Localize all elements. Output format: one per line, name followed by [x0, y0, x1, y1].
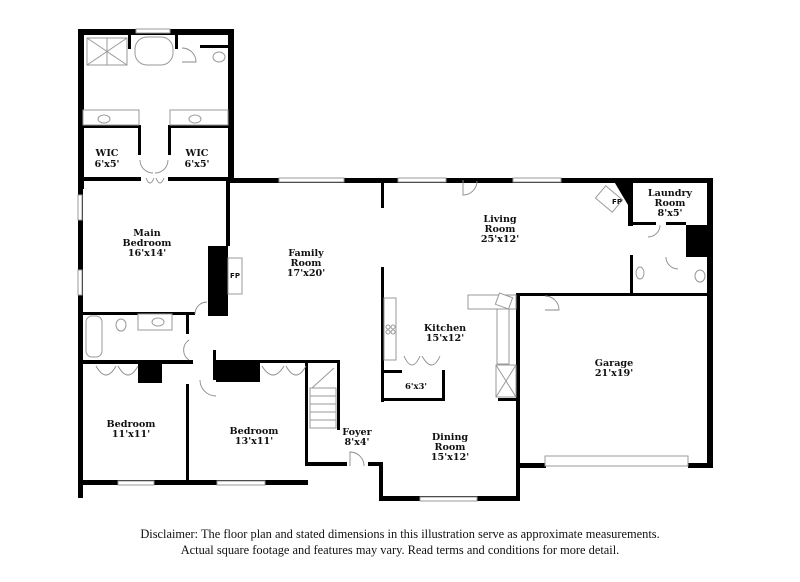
stairs-icon: [309, 367, 337, 429]
disclaimer: Disclaimer: The floor plan and stated di…: [0, 526, 800, 558]
toilet-icon: [694, 269, 706, 283]
disclaimer-line-2: Actual square footage and features may v…: [180, 543, 620, 557]
walls: [78, 29, 713, 501]
sink-icon: [151, 317, 165, 327]
fireplace-living-room: [594, 185, 624, 213]
sink-icon: [635, 266, 645, 280]
sink-icon: [188, 114, 202, 124]
fireplace-main-bedroom: [227, 257, 243, 295]
toilet-icon: [212, 51, 226, 63]
disclaimer-line-1: Disclaimer: The floor plan and stated di…: [140, 527, 660, 541]
fireplace-living-label: FP: [612, 198, 622, 206]
toilet-icon: [115, 318, 127, 332]
fireplace-main-label: FP: [230, 272, 240, 280]
sink-icon: [494, 292, 514, 310]
pantry-label: 6'x3': [405, 382, 427, 392]
doors: [95, 47, 679, 467]
sink-icon: [97, 114, 111, 124]
bathtub-icon: [85, 315, 103, 358]
bathtub-icon: [134, 36, 174, 66]
kitchen-counter: [383, 297, 397, 361]
fixtures: [82, 36, 706, 429]
windows: [77, 28, 689, 502]
